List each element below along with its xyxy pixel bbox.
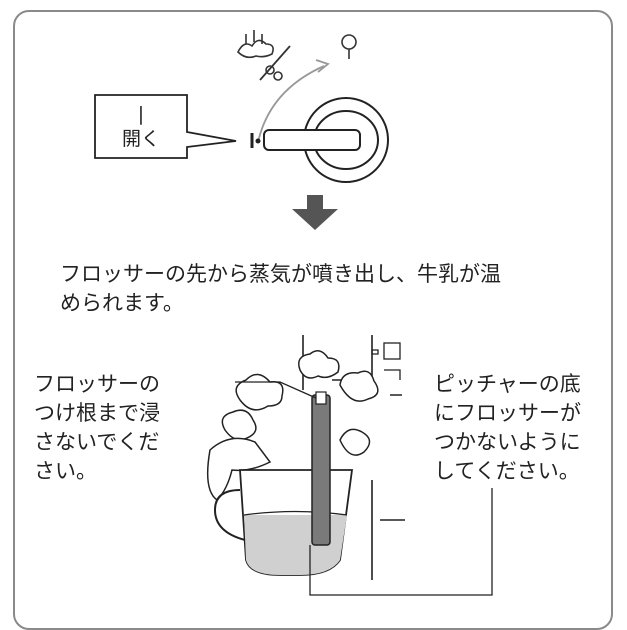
steam-clouds bbox=[221, 350, 379, 456]
instruction-line-1: フロッサーの先から蒸気が噴き出し、牛乳が温 bbox=[60, 262, 501, 286]
position-marker bbox=[250, 133, 261, 148]
frother-nozzle bbox=[311, 391, 331, 546]
note-right-line-4: してください。 bbox=[434, 459, 580, 483]
callout-label: 開く bbox=[121, 128, 160, 150]
note-left-line-2: つけ根まで浸 bbox=[34, 401, 160, 425]
note-left-line-4: さい。 bbox=[34, 459, 97, 483]
callout-box bbox=[94, 94, 237, 159]
callout-mark: | bbox=[137, 103, 145, 125]
down-arrow-icon bbox=[292, 195, 338, 230]
note-right-line-3: つかないように bbox=[434, 430, 581, 454]
cup-icon bbox=[371, 342, 401, 380]
hand bbox=[206, 437, 272, 501]
note-left-line-3: さないでくだ bbox=[34, 430, 160, 454]
dial-knob[interactable] bbox=[263, 97, 389, 183]
frother-illustration bbox=[206, 335, 493, 596]
rotation-arrow bbox=[257, 65, 325, 143]
note-right-line-2: にフロッサーが bbox=[434, 401, 581, 425]
steam-icon bbox=[237, 30, 291, 81]
note-right-line-1: ピッチャーの底 bbox=[434, 372, 581, 396]
note-left-line-1: フロッサーの bbox=[34, 372, 160, 396]
off-circle-icon bbox=[341, 34, 357, 59]
dial-illustration bbox=[94, 30, 389, 230]
milk-pitcher bbox=[213, 469, 354, 576]
instruction-line-2: められます。 bbox=[60, 291, 184, 315]
